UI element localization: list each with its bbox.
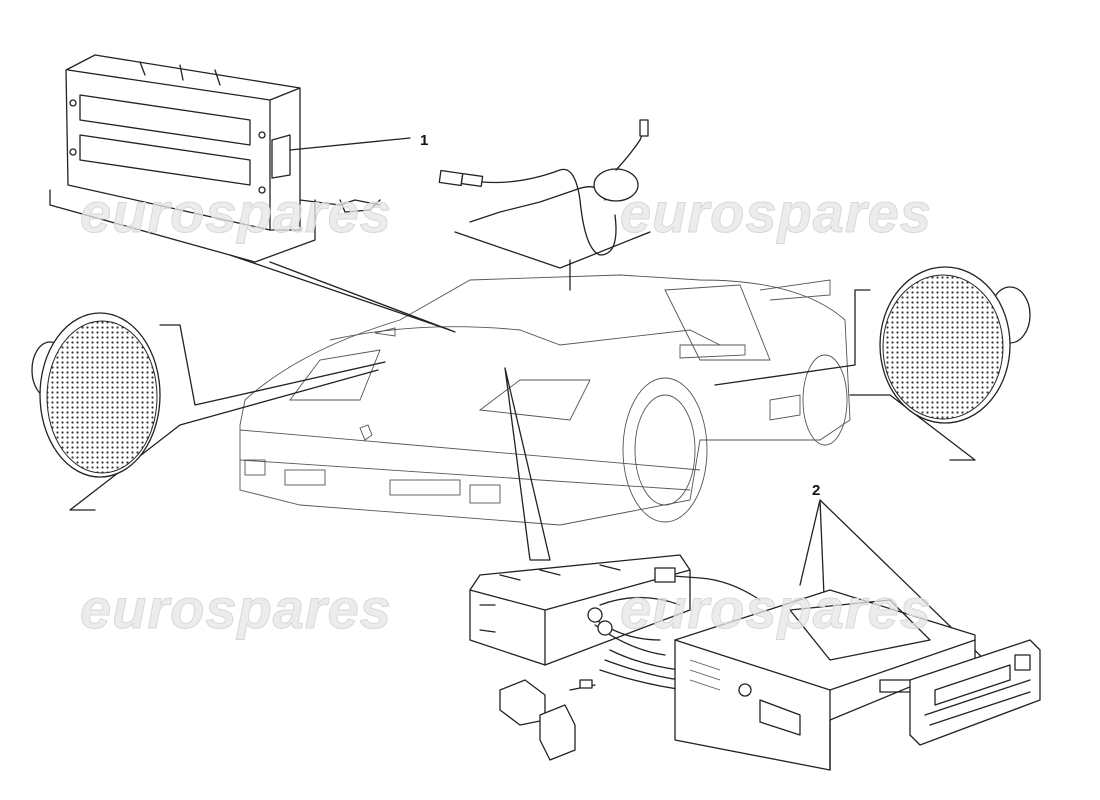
antenna-cable[interactable] xyxy=(438,119,651,269)
wiring-harness xyxy=(587,596,686,691)
leader-lines xyxy=(69,254,976,561)
car-outline xyxy=(239,274,851,526)
radio-front-panel[interactable] xyxy=(909,639,1041,746)
connectors[interactable] xyxy=(499,679,596,761)
watermark-text: eurospares xyxy=(620,181,932,244)
mounting-cage[interactable] xyxy=(469,554,761,666)
speaker-right[interactable] xyxy=(879,266,1031,424)
callout-1: 1 xyxy=(420,132,428,149)
leader-line-1 xyxy=(289,137,411,151)
watermark-text: eurospares xyxy=(80,577,392,640)
callout-2: 2 xyxy=(812,482,820,499)
speaker-left[interactable] xyxy=(31,312,161,478)
radio-chassis[interactable] xyxy=(674,589,976,771)
amplifier-unit[interactable] xyxy=(49,54,381,263)
